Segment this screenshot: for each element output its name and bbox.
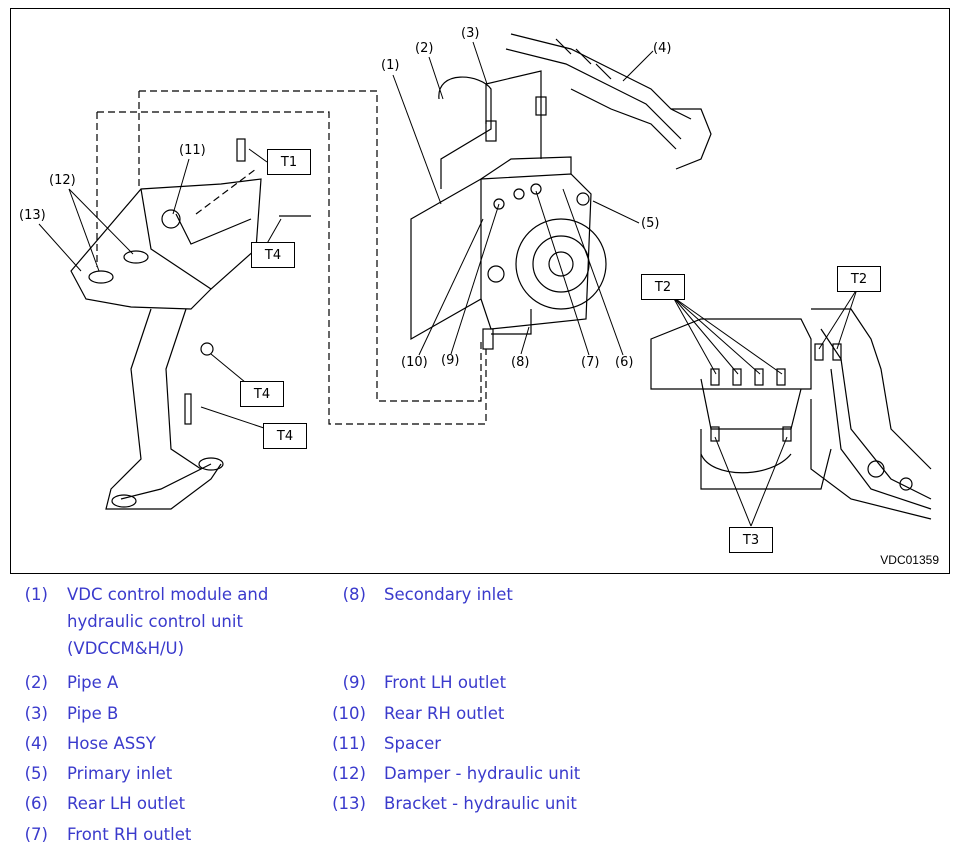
callout-12: (12) bbox=[49, 173, 76, 188]
callout-3: (3) bbox=[461, 26, 480, 41]
legend-number: (12) bbox=[332, 764, 366, 783]
legend-number: (2) bbox=[24, 673, 48, 692]
callout-9: (9) bbox=[441, 353, 460, 368]
callout-4: (4) bbox=[653, 41, 672, 56]
figure-id: VDC01359 bbox=[880, 553, 939, 567]
torque-tag-t2: T2 bbox=[641, 274, 685, 300]
installed-view-drawing bbox=[650, 308, 932, 520]
legend-text: Damper - hydraulic unit bbox=[384, 764, 581, 783]
torque-tag-t2: T2 bbox=[837, 266, 881, 292]
legend-text: Secondary inlet bbox=[384, 585, 513, 604]
vdc-module-drawing bbox=[410, 156, 607, 350]
legend-text: Primary inlet bbox=[67, 764, 173, 783]
legend-text: Rear LH outlet bbox=[67, 794, 186, 813]
torque-tag-t4: T4 bbox=[240, 381, 284, 407]
callout-6: (6) bbox=[615, 355, 634, 370]
legend-number: (10) bbox=[332, 704, 366, 723]
callout-11: (11) bbox=[179, 143, 206, 158]
legend-text: VDC control module and hydraulic control… bbox=[67, 585, 269, 658]
legend-number: (1) bbox=[24, 585, 48, 604]
callout-10: (10) bbox=[401, 355, 428, 370]
legend-number: (13) bbox=[332, 794, 366, 813]
legend-text: Pipe B bbox=[67, 704, 119, 723]
legend-text: Rear RH outlet bbox=[384, 704, 505, 723]
exploded-diagram bbox=[38, 33, 932, 527]
legend-number: (3) bbox=[24, 704, 48, 723]
legend-text: Bracket - hydraulic unit bbox=[384, 794, 577, 813]
parts-legend: (1) VDC control module and hydraulic con… bbox=[0, 585, 960, 853]
torque-tag-t3: T3 bbox=[729, 527, 773, 553]
legend-number: (6) bbox=[24, 794, 48, 813]
legend-number: (11) bbox=[332, 734, 366, 753]
legend-text: Front LH outlet bbox=[384, 673, 507, 692]
callout-5: (5) bbox=[641, 216, 660, 231]
legend-number: (7) bbox=[24, 825, 48, 844]
legend-number: (5) bbox=[24, 764, 48, 783]
legend-text: Front RH outlet bbox=[67, 825, 192, 844]
leader-lines bbox=[38, 41, 858, 527]
legend-number: (8) bbox=[342, 585, 366, 604]
pipes-and-hose-drawing bbox=[438, 33, 712, 189]
legend-number: (9) bbox=[342, 673, 366, 692]
legend-text: Spacer bbox=[384, 734, 442, 753]
callout-13: (13) bbox=[19, 208, 46, 223]
legend-text: Pipe A bbox=[67, 673, 119, 692]
dashed-guide-lines bbox=[96, 90, 487, 425]
legend-text: Hose ASSY bbox=[67, 734, 156, 753]
bracket-hydraulic-unit-drawing bbox=[70, 138, 311, 510]
callout-8: (8) bbox=[511, 355, 530, 370]
torque-tag-t4: T4 bbox=[251, 242, 295, 268]
torque-tag-t4: T4 bbox=[263, 423, 307, 449]
torque-tag-t1: T1 bbox=[267, 149, 311, 175]
callout-1: (1) bbox=[381, 58, 400, 73]
exploded-diagram-frame: (1) (2) (3) (4) (5) (6) (7) (8) (9) (10)… bbox=[10, 8, 950, 574]
callout-7: (7) bbox=[581, 355, 600, 370]
callout-2: (2) bbox=[415, 41, 434, 56]
legend-number: (4) bbox=[24, 734, 48, 753]
